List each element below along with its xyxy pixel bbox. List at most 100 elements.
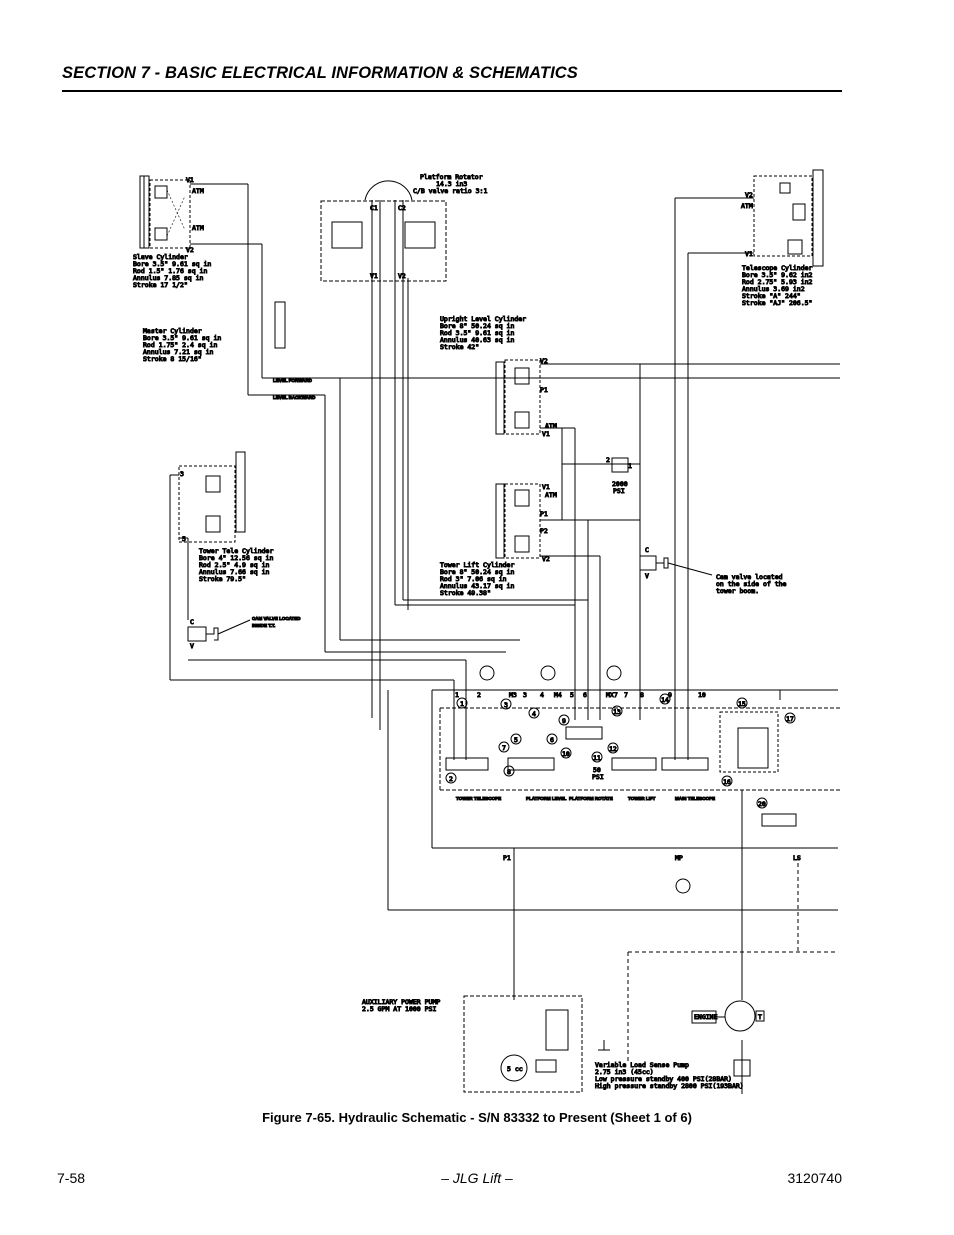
callout-6: 6 — [550, 736, 554, 744]
main-control-valve: 1 2 M3 3 4 M4 5 6 MX7 7 8 9 10 TOWER TEL… — [431, 665, 840, 894]
cam-note-2: tower boom. — [716, 587, 759, 595]
sec-platform-level: PLATFORM LEVEL — [526, 796, 567, 801]
callout-17: 17 — [786, 715, 794, 723]
tt-line-3: Annulus 7.66 sq in — [199, 568, 270, 576]
vlsp-line-0: Variable Load Sense Pump — [595, 1061, 689, 1069]
rotator-v1: V1 — [370, 272, 378, 280]
cam-c: C — [645, 546, 649, 554]
header-rule — [62, 90, 842, 92]
master-line-0: Master Cylinder — [143, 327, 202, 335]
tele-v2: V2 — [745, 191, 753, 199]
pump-5cc: 5 cc — [507, 1065, 523, 1073]
tower-tele-cylinder: 3 5 Tower Tele Cylinder Bore 4" 12.56 sq… — [169, 451, 274, 680]
platform-rotator: Platform Rotator 14.3 in3 C/B valve rati… — [320, 173, 488, 282]
page-number: 7-58 — [57, 1170, 86, 1186]
rotator-line-2: C/B valve ratio 3:1 — [413, 187, 487, 195]
callout-4: 4 — [532, 710, 536, 718]
level-forward-label: LEVEL FORWARD — [273, 378, 313, 383]
rotator-line-0: Platform Rotator — [420, 173, 483, 181]
slave-line-0: Slave Cylinder — [133, 253, 188, 261]
tele-line-5: Stroke "AJ" 206.5" — [742, 299, 812, 307]
tele-line-0: Telescope Cylinder — [742, 264, 813, 272]
master-line-2: Rod 1.75" 2.4 sq in — [143, 341, 217, 349]
callout-11: 11 — [593, 754, 601, 762]
tt-line-2: Rod 2.5" 4.9 sq in — [199, 561, 270, 569]
pumps: 5 cc AUXILIARY POWER PUMP 2.5 GPM AT 100… — [362, 848, 838, 1094]
relief-2000-unit: PSI — [613, 487, 625, 495]
tele-v1: V1 — [745, 250, 753, 258]
port-m3: M3 — [509, 691, 517, 699]
port-5: 5 — [570, 691, 574, 699]
rotator-v2: V2 — [398, 272, 406, 280]
tele-line-1: Bore 3.5" 9.62 in2 — [742, 271, 813, 279]
tl-p2: P2 — [540, 527, 548, 535]
master-line-1: Bore 3.5" 9.61 sq in — [143, 334, 221, 342]
tele-line-3: Annulus 3.69 in2 — [742, 285, 805, 293]
relief-50-unit: PSI — [592, 773, 604, 781]
callout-9: 9 — [562, 717, 566, 725]
vlsp-line-3: High pressure standby 2800 PSI(193BAR) — [595, 1082, 744, 1090]
callout-8: 8 — [507, 768, 511, 776]
tl-line-3: Annulus 43.17 sq in — [440, 582, 514, 590]
ul-atm: ATM — [545, 422, 557, 430]
port-4: 4 — [540, 691, 544, 699]
routing-lines — [170, 278, 838, 911]
callouts: 1 2 3 4 5 6 7 8 9 10 11 12 13 14 15 16 1… — [445, 693, 796, 809]
callout-3: 3 — [504, 701, 508, 709]
port-7: 7 — [624, 691, 628, 699]
port-mx7: MX7 — [606, 691, 618, 699]
tl-line-4: Stroke 49.38" — [440, 589, 491, 597]
tt-p: 3 — [180, 470, 184, 478]
ul-line-2: Rod 3.5" 9.61 sq in — [440, 329, 514, 337]
master-cylinder: Master Cylinder Bore 3.5" 9.61 sq in Rod… — [143, 300, 840, 401]
tele-line-2: Rod 2.75" 5.93 in2 — [742, 278, 813, 286]
ul-line-1: Bore 8" 50.24 sq in — [440, 322, 514, 330]
tower-lift-cylinder: V1 ATM P1 P2 V2 Tower Lift Cylinder Bore… — [440, 483, 640, 598]
upright-level-cylinder: V2 P1 ATM V1 Upright Level Cylinder Bore… — [440, 315, 840, 439]
port-mp: MP — [675, 854, 683, 862]
engine-label: ENGINE — [694, 1013, 718, 1021]
port-10: 10 — [698, 691, 706, 699]
tl-v1: V1 — [542, 483, 550, 491]
relief-valve-2000: 2 1 2000 PSI — [561, 364, 641, 560]
port-9: 9 — [668, 691, 672, 699]
ul-line-4: Stroke 42" — [440, 343, 479, 351]
port-m4: M4 — [554, 691, 562, 699]
doc-number: 3120740 — [787, 1170, 842, 1186]
ul-line-3: Annulus 40.63 sq in — [440, 336, 514, 344]
vlsp-line-1: 2.75 in3 (45cc) — [595, 1068, 654, 1076]
callout-20: 20 — [758, 800, 766, 808]
ul-p1: P1 — [540, 386, 548, 394]
tele-atm: ATM — [741, 202, 753, 210]
port-3: 3 — [523, 691, 527, 699]
telescope-cylinder: V2 ATM V1 Telescope Cylinder Bore 3.5" 9… — [674, 169, 824, 760]
tt-e: 5 — [182, 535, 186, 543]
tt-line-1: Bore 4" 12.56 sq in — [199, 554, 273, 562]
cam-valve-tower-boom: C V Cam valve located on the side of the… — [639, 546, 787, 720]
callout-10: 10 — [562, 750, 570, 758]
level-backward-label: LEVEL BACKWARD — [273, 395, 316, 400]
aux-pump-line-0: AUXILIARY POWER PUMP — [362, 998, 440, 1006]
figure-caption: Figure 7-65. Hydraulic Schematic - S/N 8… — [262, 1110, 692, 1125]
sec-tower-telescope: TOWER TELESCOPE — [456, 796, 501, 801]
relief-2000-port: 2 — [606, 456, 610, 464]
callout-13: 13 — [613, 708, 621, 716]
callout-7: 7 — [502, 744, 506, 752]
cam-note-1: on the side of the — [716, 580, 787, 588]
slave-v2-label: V2 — [186, 246, 194, 254]
callout-12: 12 — [609, 745, 617, 753]
slave-line-4: Stroke 17 1/2" — [133, 281, 188, 289]
relief-2000-value: 2000 — [612, 480, 628, 488]
slave-atm-label: ATM — [192, 187, 204, 195]
tl-line-2: Rod 3" 7.06 sq in — [440, 575, 507, 583]
aux-pump-line-1: 2.5 GPM AT 1000 PSI — [362, 1005, 436, 1013]
callout-16: 16 — [723, 778, 731, 786]
rotator-c2: C2 — [398, 204, 406, 212]
relief-50-value: 50 — [593, 766, 601, 774]
cam-v: V — [645, 572, 649, 580]
tl-line-1: Bore 8" 50.24 sq in — [440, 568, 514, 576]
cam2-c: C — [190, 618, 194, 626]
master-line-3: Annulus 7.21 sq in — [143, 348, 214, 356]
tt-line-4: Stroke 79.5" — [199, 575, 246, 583]
tl-v2: V2 — [542, 555, 550, 563]
